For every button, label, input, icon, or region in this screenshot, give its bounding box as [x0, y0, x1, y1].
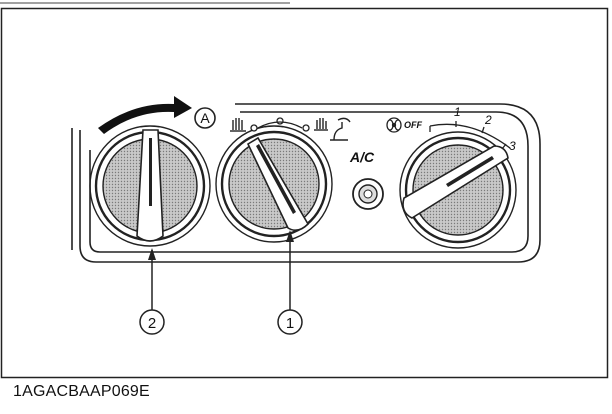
- fan-speed-knob[interactable]: [399, 131, 517, 249]
- fan-speed-scale: [429, 123, 511, 149]
- ac-button[interactable]: [352, 178, 384, 210]
- temperature-knob[interactable]: [89, 125, 211, 247]
- callout-1: 1: [277, 230, 303, 335]
- fan-speed-1-label: 1: [454, 105, 461, 119]
- callout-1-label: 1: [286, 315, 294, 332]
- figure-code: 1AGACBAAP069E: [13, 383, 150, 400]
- rotation-arrow-icon: [98, 96, 192, 134]
- callout-2-label: 2: [148, 315, 156, 332]
- mode-knob[interactable]: [215, 125, 333, 243]
- figure-frame: [0, 7, 609, 379]
- fan-speed-ticks: [429, 121, 507, 150]
- callout-2: 2: [139, 248, 165, 335]
- ac-label: A/C: [349, 149, 375, 165]
- fan-speed-3-label: 3: [509, 139, 516, 153]
- fan-off-label: OFF: [404, 120, 422, 130]
- face-vent-icon: [230, 118, 246, 132]
- fan-speed-2-label: 2: [484, 113, 492, 127]
- defrost-icon: [330, 117, 351, 141]
- mode-position-marks: [250, 117, 310, 132]
- foot-icon: [314, 118, 328, 131]
- fan-icon: [386, 117, 402, 133]
- arrow-label-circle: [194, 107, 216, 129]
- arrow-label: A: [200, 110, 210, 126]
- panel-bezel: [71, 103, 541, 263]
